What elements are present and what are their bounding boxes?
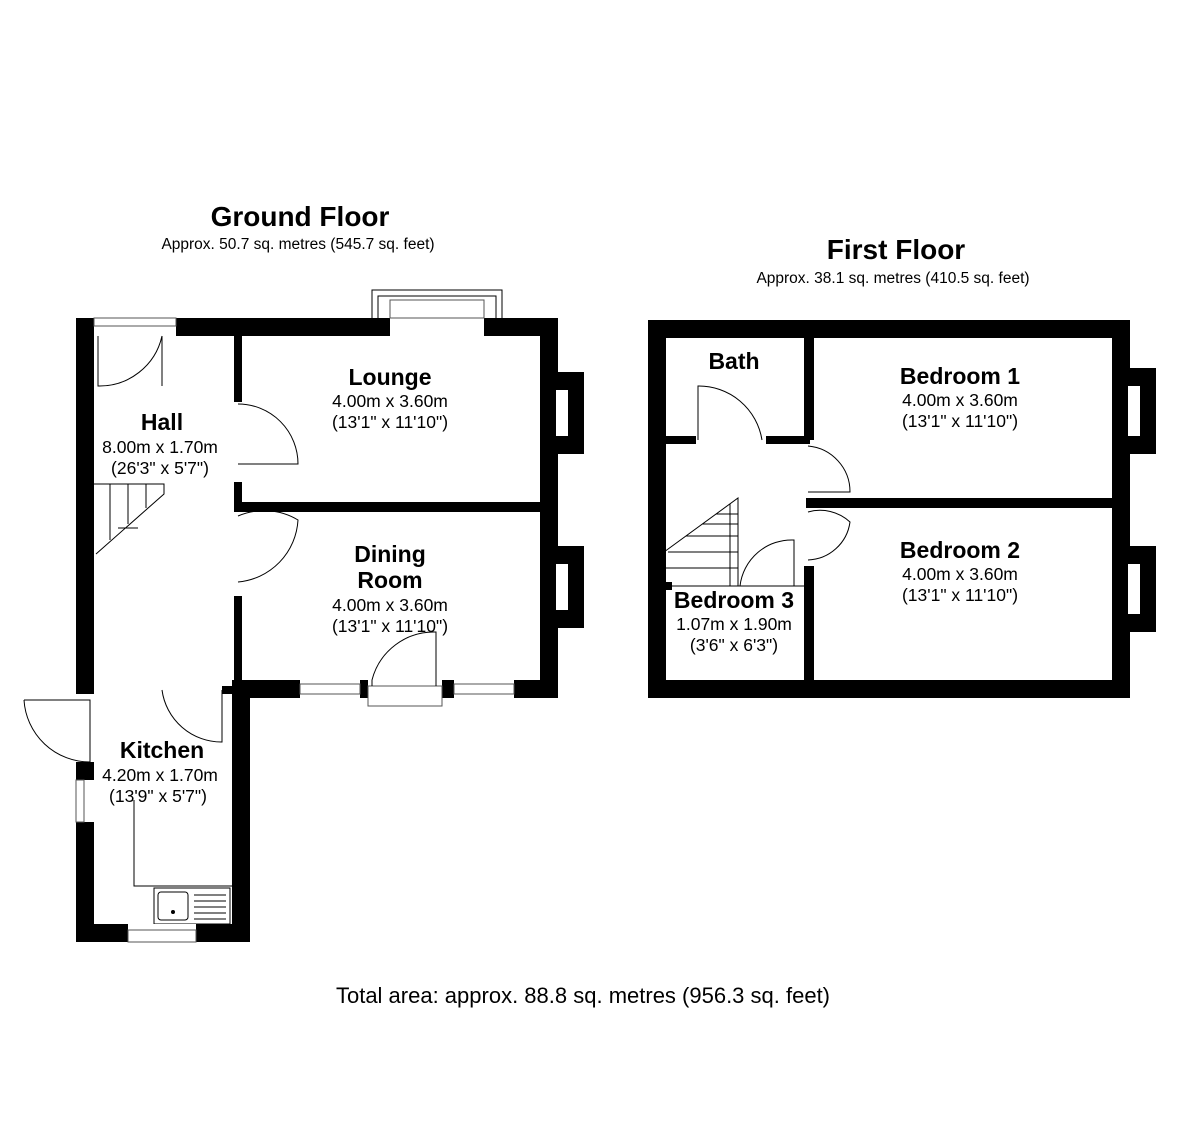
room-dim-imperial-bedroom1: (13'1" x 11'10") <box>902 411 1018 431</box>
ground-floor-plan <box>23 289 584 943</box>
room-name-bedroom1: Bedroom 1 <box>900 363 1020 389</box>
room-name-dining-line2: Room <box>357 567 422 593</box>
wall-right <box>540 318 558 698</box>
wall-lounge-dining <box>242 502 542 512</box>
window-dining-left <box>299 683 361 695</box>
ground-floor-area: Approx. 50.7 sq. metres (545.7 sq. feet) <box>161 236 434 253</box>
wall-bed1-bed2 <box>806 498 1114 508</box>
bed3-door-swing-icon <box>739 539 795 587</box>
lounge-door-swing-icon <box>237 403 299 465</box>
window-kitchen-side <box>75 779 85 823</box>
wall-hall-lounge <box>234 336 242 402</box>
room-dim-imperial-dining: (13'1" x 11'10") <box>332 616 448 636</box>
total-area: Total area: approx. 88.8 sq. metres (956… <box>336 983 830 1008</box>
kitchen-side-door-swing-icon <box>23 699 91 763</box>
room-dim-metric-hall: 8.00m x 1.70m <box>102 437 218 457</box>
wall-top-ff <box>648 320 1130 338</box>
room-name-bedroom3: Bedroom 3 <box>674 587 794 613</box>
wall-left-ff <box>648 320 666 698</box>
garden-door-swing-icon <box>371 631 437 686</box>
room-dim-metric-dining: 4.00m x 3.60m <box>332 595 448 615</box>
first-floor-plan <box>648 320 1156 698</box>
kitchen-door-swing-icon <box>161 689 223 743</box>
room-dim-metric-bedroom2: 4.00m x 3.60m <box>902 564 1018 584</box>
ground-floor-title: Ground Floor <box>211 201 390 232</box>
room-dim-imperial-kitchen: (13'9" x 5'7") <box>109 786 207 806</box>
bed2-door-swing-icon <box>807 509 851 561</box>
room-name-lounge: Lounge <box>348 364 431 390</box>
room-dim-metric-bedroom3: 1.07m x 1.90m <box>676 614 792 634</box>
first-floor-title: First Floor <box>827 234 966 265</box>
wall-hall-kitchen <box>76 686 90 694</box>
bath-door-swing-icon <box>697 385 763 441</box>
room-dim-metric-bedroom1: 4.00m x 3.60m <box>902 390 1018 410</box>
wall-bottom-ff <box>648 680 1130 698</box>
wall-kitchen-right <box>232 680 250 942</box>
room-dim-imperial-bedroom2: (13'1" x 11'10") <box>902 585 1018 605</box>
room-name-hall: Hall <box>141 409 183 435</box>
wall-bath-bed1 <box>804 336 814 440</box>
room-dim-metric-kitchen: 4.20m x 1.70m <box>102 765 218 785</box>
wall-bed3-bed2 <box>804 566 814 682</box>
sink-icon <box>157 891 189 921</box>
first-floor-area: Approx. 38.1 sq. metres (410.5 sq. feet) <box>756 270 1029 287</box>
kitchen-worktop <box>133 800 232 887</box>
wall-left <box>76 318 94 942</box>
stairs-ground <box>94 483 165 555</box>
room-name-bedroom2: Bedroom 2 <box>900 537 1020 563</box>
bed1-door-swing-icon <box>807 445 851 493</box>
front-door-swing-icon <box>97 335 163 387</box>
room-dim-imperial-lounge: (13'1" x 11'10") <box>332 412 448 432</box>
stairs-first <box>663 497 739 586</box>
dining-door-swing-icon <box>237 510 299 583</box>
room-dim-imperial-hall: (26'3" x 5'7") <box>111 458 209 478</box>
room-name-bath: Bath <box>708 348 759 374</box>
wall-right-ff <box>1112 320 1130 698</box>
front-door-frame <box>93 317 177 327</box>
wall-bath-landing <box>666 436 696 444</box>
room-dim-metric-lounge: 4.00m x 3.60m <box>332 391 448 411</box>
bay-window <box>371 289 503 318</box>
window-dining-right <box>453 683 515 695</box>
room-name-kitchen: Kitchen <box>120 737 204 763</box>
door-dining-garden <box>367 685 443 707</box>
window-kitchen-bottom <box>127 929 197 943</box>
room-name-dining-line1: Dining <box>354 541 426 567</box>
room-dim-imperial-bedroom3: (3'6" x 6'3") <box>690 635 778 655</box>
